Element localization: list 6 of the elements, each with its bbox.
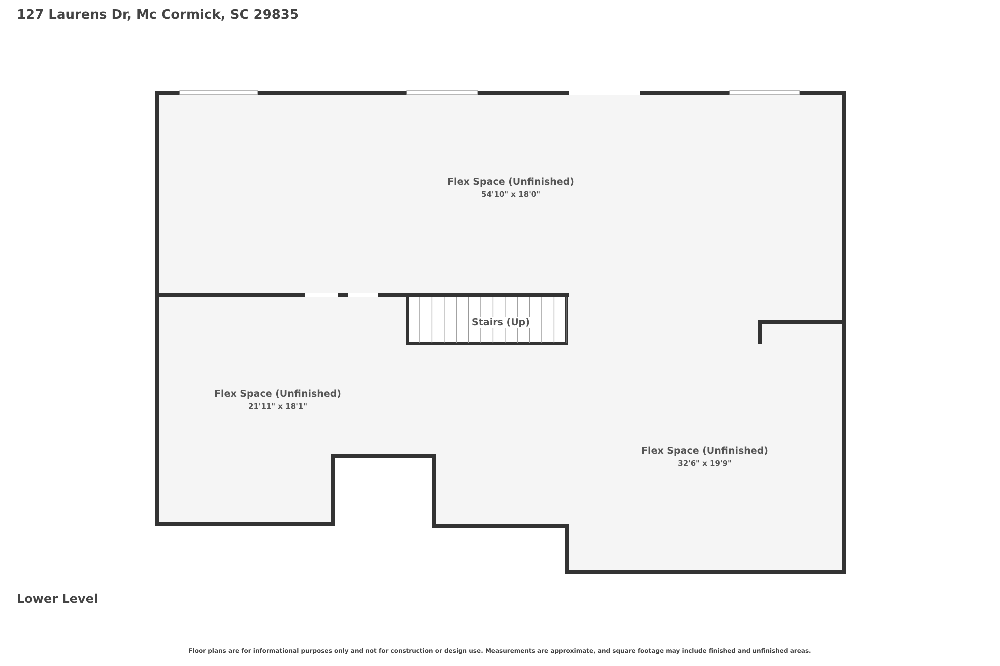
room-name: Flex Space (Unfinished) [448,177,574,188]
room-name: Flex Space (Unfinished) [642,446,768,457]
room-name: Flex Space (Unfinished) [214,389,342,400]
room-name: Stairs (Up) [470,318,532,328]
level-label: Lower Level [17,592,98,606]
title: 127 Laurens Dr, Mc Cormick, SC 29835 [17,8,300,23]
